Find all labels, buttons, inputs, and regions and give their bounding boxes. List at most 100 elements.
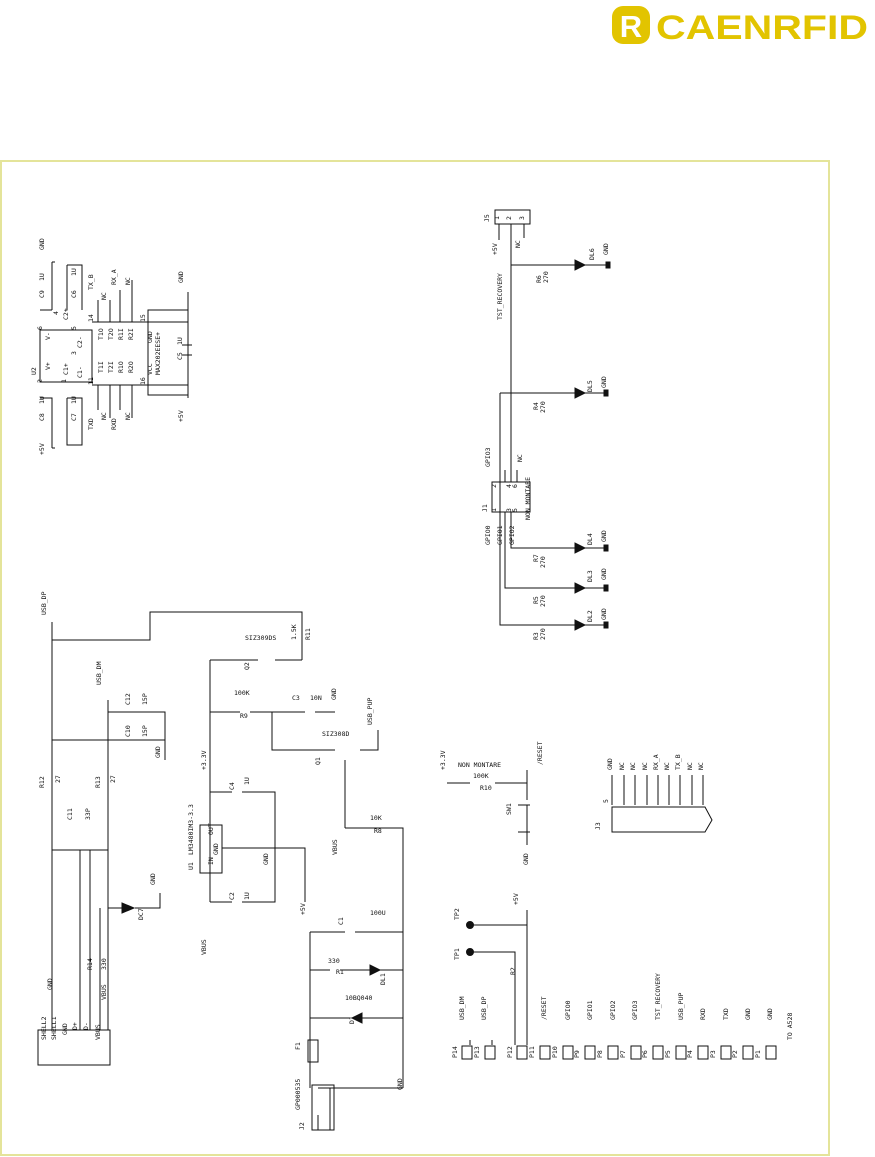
schematic-label: USB_DP [480, 996, 488, 1020]
schematic-label: R8 [374, 827, 382, 835]
schematic-label: NC [124, 277, 132, 285]
schematic-label: F1 [294, 1042, 302, 1050]
fuse-f1 [307, 1039, 319, 1063]
schematic-label: SHELL1 [50, 1016, 58, 1040]
schematic-label: /RESET [536, 741, 544, 765]
schematic-label: SW1 [505, 803, 513, 815]
schematic-label: GND [154, 746, 162, 758]
ground-pad [603, 621, 609, 629]
schematic-label: 15 [139, 314, 147, 322]
schematic-label: R2I [127, 328, 135, 340]
diode-d1-symbol [350, 1012, 363, 1024]
schematic-label: +5V [491, 243, 499, 255]
schematic-label: +5V [177, 410, 185, 422]
schematic-label: Q1 [314, 757, 322, 765]
schematic-label: R2 [509, 967, 517, 975]
schematic-label: DL5 [586, 380, 594, 392]
schematic-label: 1U [176, 337, 184, 345]
schematic-label: GND [177, 271, 185, 283]
schematic-label: U2 [30, 367, 38, 375]
schematic-label: USB_PUP [677, 993, 685, 1020]
schematic-label: SHELL2 [40, 1016, 48, 1040]
schematic-label: R1O [117, 361, 125, 373]
schematic-label: TST_RECOVERY [654, 973, 662, 1020]
schematic-label: GPIO0 [564, 1000, 572, 1020]
schematic-label: 2 [490, 484, 498, 488]
schematic-label: 14 [87, 314, 95, 322]
schematic-label: 2 [505, 216, 513, 220]
schematic-label: NC [697, 762, 705, 770]
led-dl3-symbol [574, 582, 587, 594]
ground-pad [603, 544, 609, 552]
schematic-label: /RESET [540, 996, 548, 1020]
schematic-label: TST_RECOVERY [496, 273, 504, 320]
schematic-label: LM3480IM3-3.3 [187, 804, 195, 855]
schematic-label: C1- [76, 366, 84, 378]
schematic-label: R3 [532, 632, 540, 640]
schematic-label: V+ [44, 362, 52, 370]
schematic-label: J1 [481, 504, 489, 512]
schematic-label: TO A528 [786, 1013, 794, 1040]
schematic-label: C1+ [62, 363, 70, 375]
schematic-label: R7 [532, 554, 540, 562]
schematic-label: TX_B [674, 754, 682, 770]
schematic-label: RX_A [110, 269, 118, 285]
schematic-label: GND [602, 243, 610, 255]
schematic-label: J3 [594, 822, 602, 830]
schematic-label: 270 [539, 595, 547, 607]
schematic-label: P9 [573, 1050, 581, 1058]
schematic-label: J5 [483, 214, 491, 222]
schematic-label: GND [744, 1008, 752, 1020]
schematic-wiring [37, 209, 713, 1131]
schematic-label: R12 [38, 776, 46, 788]
schematic-label: USB_DP [40, 591, 48, 615]
schematic-label: 27 [54, 775, 62, 783]
schematic-label: GPIO3 [631, 1000, 639, 1020]
schematic-label: TP2 [453, 908, 461, 920]
schematic-label: 1 [493, 216, 501, 220]
schematic-label: P5 [664, 1050, 672, 1058]
schematic-label: SIZ308D [322, 730, 349, 738]
schematic-label: 3 [70, 351, 78, 355]
schematic-label: DL4 [586, 533, 594, 545]
schematic-label: P3 [709, 1050, 717, 1058]
led-dl1-symbol [369, 964, 382, 976]
usb-connector-outline [37, 1029, 111, 1066]
schematic-label: GND [600, 376, 608, 388]
schematic-label: 5 [602, 799, 610, 803]
schematic-label: P11 [528, 1046, 536, 1058]
schematic-label: +3.3V [439, 750, 447, 770]
schematic-label: TP1 [453, 948, 461, 960]
schematic-label: VBUS [331, 839, 339, 855]
schematic-label: R14 [86, 958, 94, 970]
schematic-label: GPIO0 [484, 525, 492, 545]
schematic-label: C11 [66, 808, 74, 820]
schematic-label: D1 [348, 1016, 356, 1024]
schematic-label: 100U [370, 909, 386, 917]
schematic-label: R6 [535, 275, 543, 283]
schematic-label: C12 [124, 693, 132, 705]
schematic-label: 330 [100, 958, 108, 970]
schematic-label: 6 [511, 484, 519, 488]
schematic-label: GND [600, 608, 608, 620]
schematic-label: 270 [542, 271, 550, 283]
header-pads [461, 1045, 777, 1060]
schematic-label: NC [100, 292, 108, 300]
schematic-label: C8 [38, 413, 46, 421]
schematic-label: 5 [70, 326, 78, 330]
schematic-label: USB_DM [95, 661, 103, 685]
schematic-label: GND [146, 331, 154, 343]
schematic-label: GND [262, 853, 270, 865]
schematic-label: C2+ [62, 308, 70, 320]
schematic-label: T1I [97, 361, 105, 373]
schematic-label: Q2 [243, 662, 251, 670]
connector-j5 [494, 209, 531, 225]
schematic-label: C1 [337, 917, 345, 925]
schematic-label: NC [516, 454, 524, 462]
schematic-label: USB_DM [458, 996, 466, 1020]
schematic-label: NC [686, 762, 694, 770]
schematic-label: MAX202EESE+ [154, 332, 162, 375]
schematic-label: GND [600, 568, 608, 580]
